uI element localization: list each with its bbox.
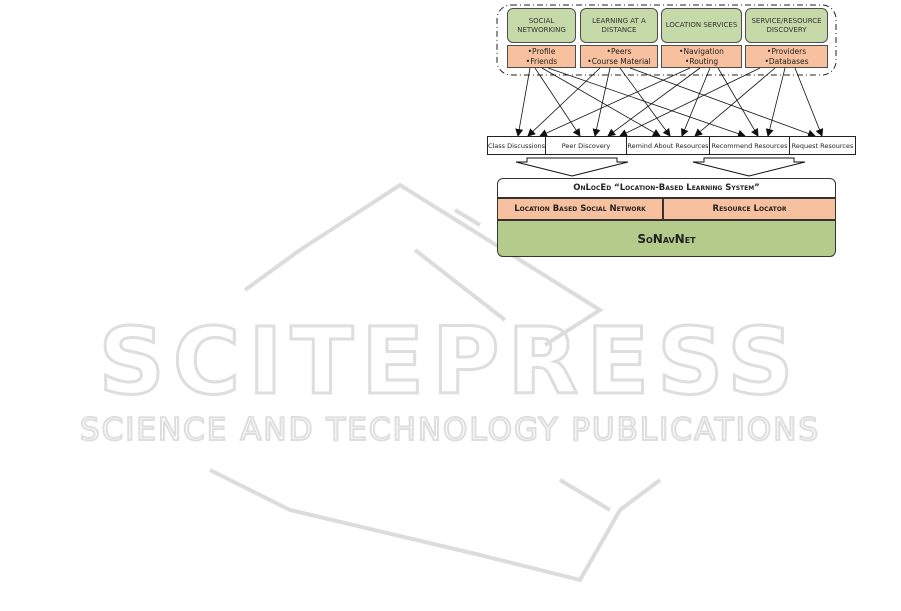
feature-item: •Routing	[684, 57, 719, 66]
function-label: Recommend Resources	[711, 141, 788, 150]
category-label: LEARNING AT A DISTANCE	[592, 16, 646, 34]
category-learning-at-a-distance: LEARNING AT A DISTANCE	[580, 8, 658, 43]
component-location-based-social-network: Location Based Social Network	[497, 198, 663, 220]
watermark-brand: SCITEPRESS	[98, 308, 801, 415]
category-service-resource-discovery: SERVICE/RESOURCE DISCOVERY	[745, 8, 828, 43]
function-remind-about-resources: Remind About Resources	[626, 136, 710, 155]
system-title: OnLocEd “Location-Based Learning System”	[573, 183, 760, 193]
features-social: •Profile •Friends	[507, 45, 576, 68]
features-service: •Providers •Databases	[745, 45, 828, 68]
feature-item: •Course Material	[587, 57, 651, 66]
feature-item: •Profile	[527, 47, 556, 56]
base-layer-sonavnet: SoNavNet	[497, 220, 836, 257]
function-recommend-resources: Recommend Resources	[709, 136, 790, 155]
category-location-services: LOCATION SERVICES	[661, 8, 742, 43]
system-title-box: OnLocEd “Location-Based Learning System”	[497, 178, 836, 198]
category-label: LOCATION SERVICES	[665, 21, 738, 29]
feature-item: •Providers	[766, 47, 807, 56]
features-location: •Navigation •Routing	[661, 45, 742, 68]
feature-item: •Peers	[606, 47, 632, 56]
category-group-border	[496, 4, 837, 76]
feature-item: •Navigation	[679, 47, 724, 56]
function-label: Class Discussions	[487, 141, 546, 150]
feature-item: •Databases	[764, 57, 809, 66]
function-request-resources: Request Resources	[789, 136, 856, 155]
category-label: SERVICE/RESOURCE DISCOVERY	[751, 16, 822, 34]
category-label: SOCIAL NETWORKING	[517, 16, 566, 34]
feature-item: •Friends	[525, 57, 558, 66]
component-resource-locator: Resource Locator	[663, 198, 836, 220]
category-social-networking: SOCIAL NETWORKING	[507, 8, 576, 43]
function-peer-discovery: Peer Discovery	[545, 136, 627, 155]
function-label: Remind About Resources	[627, 141, 709, 150]
component-label: Location Based Social Network	[514, 204, 646, 214]
base-label: SoNavNet	[637, 231, 696, 246]
features-learning: •Peers •Course Material	[580, 45, 658, 68]
watermark-tagline: SCIENCE AND TECHNOLOGY PUBLICATIONS	[80, 412, 820, 448]
function-class-discussions: Class Discussions	[487, 136, 546, 155]
function-label: Request Resources	[791, 141, 854, 150]
function-label: Peer Discovery	[561, 141, 611, 150]
component-label: Resource Locator	[712, 204, 787, 214]
